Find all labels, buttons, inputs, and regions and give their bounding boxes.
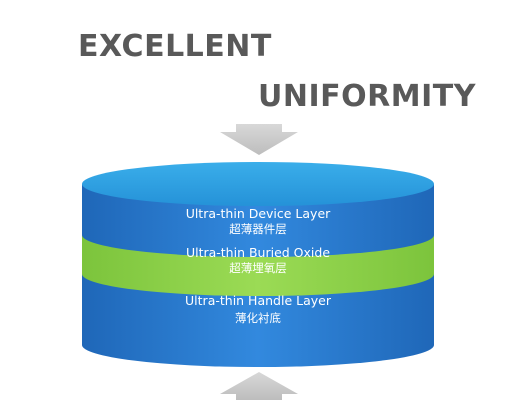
up-arrow-icon xyxy=(220,372,298,400)
device-layer-label-en: Ultra-thin Device Layer xyxy=(186,206,331,221)
handle-layer-label-cn: 薄化衬底 xyxy=(235,311,281,325)
headline-uniformity: UNIFORMITY xyxy=(258,79,476,114)
buried-oxide-label-cn: 超薄埋氧层 xyxy=(229,261,287,275)
buried-oxide-label-en: Ultra-thin Buried Oxide xyxy=(186,245,330,260)
handle-layer-label-en: Ultra-thin Handle Layer xyxy=(185,293,332,308)
device-layer-label-cn: 超薄器件层 xyxy=(229,222,287,236)
handle-layer xyxy=(82,274,434,367)
down-arrow-icon xyxy=(220,124,298,155)
headline-excellent: EXCELLENT xyxy=(78,29,272,64)
wafer-top-face xyxy=(82,162,434,206)
